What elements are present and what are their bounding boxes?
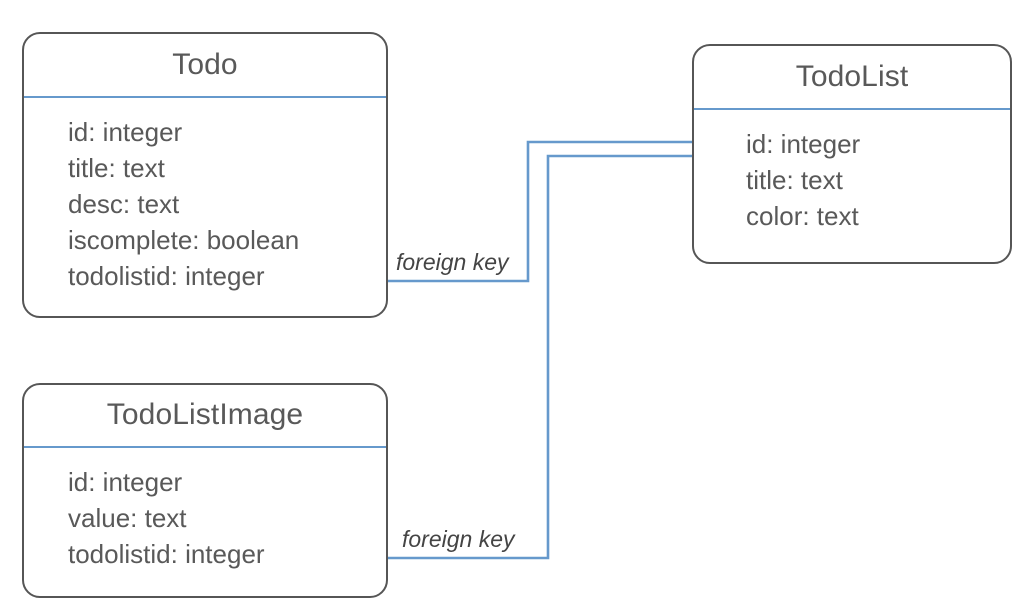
connector-todo-to-todolist [340, 138, 704, 283]
attribute-row: id: integer [746, 129, 861, 159]
entity-todolist-title: TodoList [795, 60, 909, 93]
attribute-row: iscomplete: boolean [68, 225, 300, 255]
entity-todolist-attributes: id: integer title: text color: text [746, 126, 1010, 234]
entity-todolistimage[interactable]: TodoListImage id: integer value: text to… [22, 383, 388, 598]
attribute-row: title: text [746, 165, 843, 195]
entity-todo-divider [24, 96, 386, 98]
attribute-row: todolistid: integer [68, 539, 265, 569]
relationship-label-todolistimage-to-todolist: foreign key [402, 526, 515, 552]
entity-todolistimage-attributes: id: integer value: text todolistid: inte… [68, 464, 386, 572]
connector-todolistimage-to-todolist [330, 152, 722, 560]
attribute-row: id: integer [68, 467, 183, 497]
entity-todolistimage-divider [24, 446, 386, 448]
entity-todo[interactable]: Todo id: integer title: text desc: text … [22, 32, 388, 318]
attribute-row: value: text [68, 503, 187, 533]
entity-todolist-divider [694, 108, 1010, 110]
relationship-label-todo-to-todolist: foreign key [396, 249, 509, 275]
attribute-row: todolistid: integer [68, 261, 265, 291]
attribute-row: title: text [68, 153, 165, 183]
attribute-row: color: text [746, 201, 859, 231]
entity-todolistimage-title: TodoListImage [106, 398, 304, 431]
entity-todo-attributes: id: integer title: text desc: text iscom… [68, 114, 386, 294]
entity-todolist[interactable]: TodoList id: integer title: text color: … [692, 44, 1012, 264]
entity-todo-title: Todo [172, 48, 238, 81]
attribute-row: id: integer [68, 117, 183, 147]
attribute-row: desc: text [68, 189, 180, 219]
